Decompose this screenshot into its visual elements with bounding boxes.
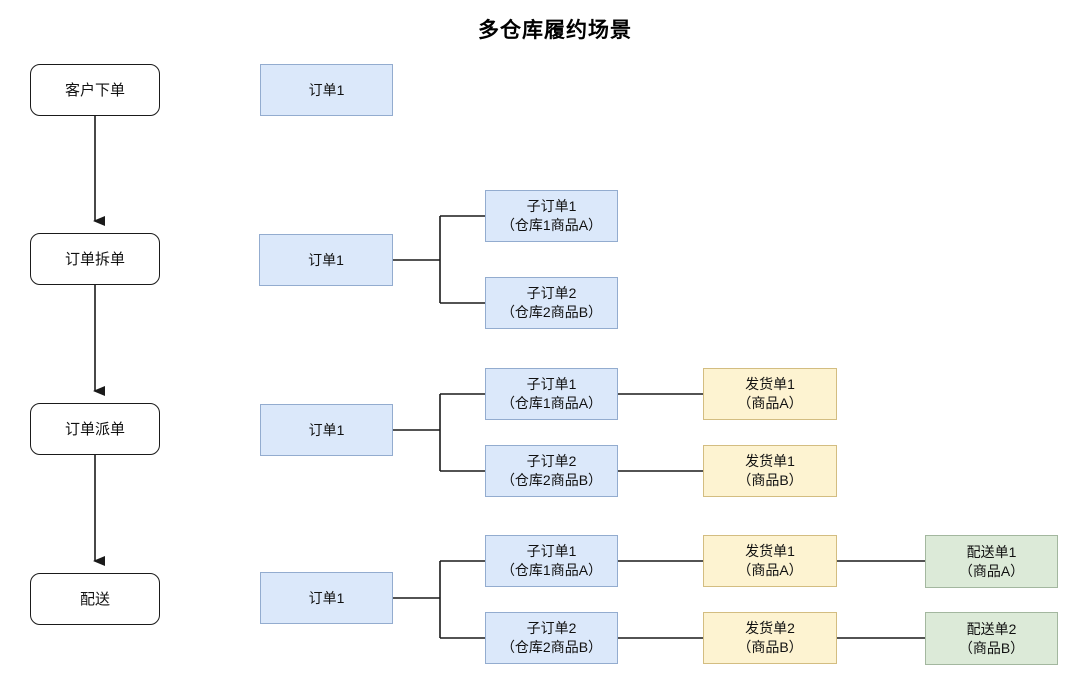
sub-order-subtitle: （仓库1商品A） (500, 562, 603, 578)
shipment-subtitle: （商品B） (737, 472, 803, 488)
shipment-node: 发货单1 （商品A） (703, 368, 837, 420)
delivery-subtitle: （商品A） (958, 562, 1025, 579)
shipment-title: 发货单1 (745, 376, 795, 392)
stage-customer-order: 客户下单 (30, 64, 160, 116)
sub-order-subtitle: （仓库1商品A） (500, 395, 603, 411)
sub-order-node: 子订单2 （仓库2商品B） (485, 612, 618, 664)
shipment-title: 发货单2 (745, 620, 795, 636)
sub-order-subtitle: （仓库2商品B） (500, 472, 603, 488)
order-node-row3: 订单1 (260, 404, 393, 456)
order-label: 订单1 (308, 421, 345, 438)
stage-order-dispatch: 订单派单 (30, 403, 160, 455)
sub-order-title: 子订单2 (526, 285, 577, 301)
sub-order-subtitle: （仓库1商品A） (500, 217, 603, 233)
shipment-subtitle: （商品A） (737, 562, 803, 578)
shipment-node: 发货单1 （商品A） (703, 535, 837, 587)
sub-order-title: 子订单2 (526, 620, 577, 636)
sub-order-node: 子订单2 （仓库2商品B） (485, 277, 618, 329)
delivery-title: 配送单1 (966, 543, 1017, 560)
order-node-row1: 订单1 (260, 64, 393, 116)
stage-delivery: 配送 (30, 573, 160, 625)
sub-order-subtitle: （仓库2商品B） (500, 304, 603, 320)
sub-order-node: 子订单1 （仓库1商品A） (485, 535, 618, 587)
stage-label: 订单拆单 (64, 250, 125, 268)
shipment-title: 发货单1 (745, 453, 795, 469)
stage-label: 客户下单 (64, 81, 125, 99)
delivery-note-node: 配送单1 （商品A） (925, 535, 1058, 588)
diagram-title: 多仓库履约场景 (478, 19, 632, 42)
sub-order-title: 子订单1 (526, 543, 577, 559)
sub-order-title: 子订单1 (526, 198, 577, 214)
shipment-node: 发货单2 （商品B） (703, 612, 837, 664)
shipment-node: 发货单1 （商品B） (703, 445, 837, 497)
delivery-subtitle: （商品B） (958, 639, 1025, 656)
stage-label: 配送 (79, 590, 110, 608)
shipment-title: 发货单1 (745, 543, 795, 559)
shipment-subtitle: （商品B） (737, 639, 803, 655)
order-label: 订单1 (308, 251, 344, 268)
delivery-note-node: 配送单2 （商品B） (925, 612, 1058, 665)
stage-order-split: 订单拆单 (30, 233, 160, 285)
sub-order-node: 子订单2 （仓库2商品B） (485, 445, 618, 497)
sub-order-subtitle: （仓库2商品B） (500, 639, 603, 655)
stage-label: 订单派单 (64, 420, 125, 438)
sub-order-title: 子订单1 (526, 376, 577, 392)
order-node-row4: 订单1 (260, 572, 393, 624)
shipment-subtitle: （商品A） (737, 395, 803, 411)
order-label: 订单1 (308, 81, 345, 98)
order-node-row2: 订单1 (259, 234, 393, 286)
sub-order-title: 子订单2 (526, 453, 577, 469)
sub-order-node: 子订单1 （仓库1商品A） (485, 368, 618, 420)
delivery-title: 配送单2 (966, 620, 1017, 637)
order-label: 订单1 (308, 589, 345, 606)
sub-order-node: 子订单1 （仓库1商品A） (485, 190, 618, 242)
